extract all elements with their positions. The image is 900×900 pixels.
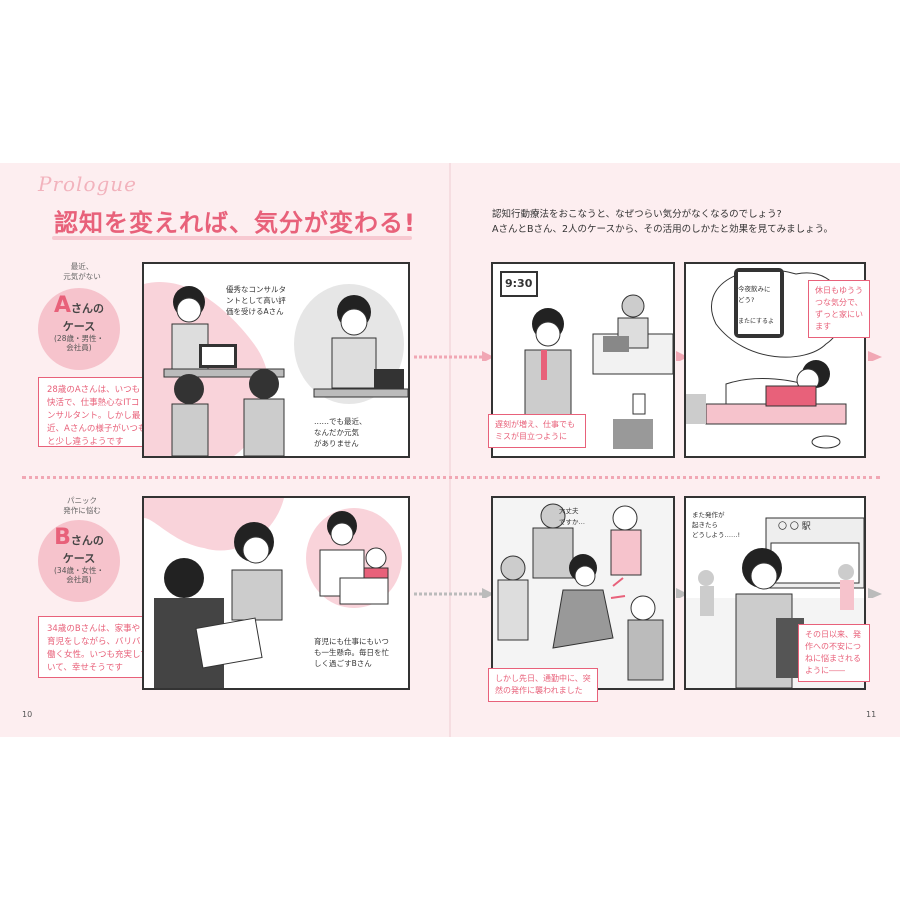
case-a-tag: 最近、 元気がない [63, 262, 101, 281]
case-a-panel-2-caption: 遅刻が増え、仕事でも ミスが目立つように [488, 414, 586, 448]
case-a-panel-1-speech-2: ……でも最近、 なんだか元気 がありません [314, 417, 367, 448]
case-b-panel-2: 大丈夫 ですか… [491, 496, 675, 690]
case-b-tag: パニック 発作に悩む [63, 496, 101, 515]
case-b-name: さんの [70, 534, 104, 547]
prologue-label: Prologue [38, 172, 138, 196]
clock-display: 9:30 [505, 277, 533, 290]
bystander-speech: 大丈夫 ですか… [559, 507, 585, 526]
case-b-panel-1-illustration [144, 498, 402, 688]
case-a-panel-1: 優秀なコンサルタ ントとして高い評 価を受けるAさん ……でも最近、 なんだか元… [142, 262, 410, 458]
case-a-panel-1-illustration [144, 282, 408, 456]
case-b-panel-3-illustration [686, 517, 864, 688]
case-b-arrow-1 [414, 588, 494, 598]
case-a-panel-2-illustration [500, 271, 673, 449]
case-b-panel-1: 育児にも仕事にもいつ も一生懸命。毎日を忙 しく過ごすBさん [142, 496, 410, 690]
case-b-panel-2-illustration [493, 498, 673, 688]
case-a-letter: A [53, 293, 72, 318]
case-b-panel-2-caption: しかし先日、通勤中に、突 然の発作に襲われました [488, 668, 598, 702]
page-title: 認知を変えれば、気分が変わる! [54, 209, 416, 237]
case-a-panel-1-speech-1: 優秀なコンサルタ ントとして高い評 価を受けるAさん [226, 285, 286, 316]
case-a-description: 28歳のAさんは、いつも 快活で、仕事熱心なITコ ンサルタント。しかし最 近、… [38, 377, 158, 447]
case-separator [22, 476, 880, 479]
page-number-left: 10 [22, 710, 33, 719]
case-a-name: さんの [71, 302, 105, 315]
intro-text: 認知行動療法をおこなうと、なぜつらい気分がなくなるのでしょう? AさんとBさん、… [492, 207, 833, 237]
page-number-right: 11 [866, 710, 877, 719]
case-b-panel-1-speech: 育児にも仕事にもいつ も一生懸命。毎日を忙 しく過ごすBさん [314, 637, 389, 668]
page-spine [449, 163, 451, 737]
case-a-circle: Aさんの ケース (28歳・男性・ 会社員) [38, 288, 120, 370]
title-underline [52, 236, 412, 240]
worry-thought: また発作が 起きたら どうしよう……! [692, 511, 741, 539]
intro-line: 認知行動療法をおこなうと、なぜつらい気分がなくなるのでしょう? [492, 209, 782, 220]
case-a-arrow-3 [868, 351, 882, 361]
case-b-arrow-3 [868, 588, 882, 598]
intro-line: AさんとBさん、2人のケースから、その活用のしかたと効果を見てみましょう。 [492, 224, 834, 235]
station-sign: 〇 〇 駅 [778, 522, 811, 532]
case-b-letter: B [54, 525, 71, 550]
case-b-label: ケース [62, 552, 96, 565]
case-b-panel-3-caption: その日以来、発 作への不安につ ねに悩まされる ように―― [798, 624, 870, 682]
phone-reply: またにするよ [738, 318, 775, 325]
case-b-circle: Bさんの ケース (34歳・女性・ 会社員) [38, 520, 120, 602]
case-a-panel-3-caption: 休日もゆうう つな気分で、 ずっと家にい ます [808, 280, 870, 338]
case-b-description: 34歳のBさんは、家事や 育児をしながら、バリバリ 働く女性。いつも充実して い… [38, 616, 158, 678]
case-a-label: ケース [62, 320, 96, 333]
phone-message: 今夜飲みに どう? [738, 285, 771, 304]
case-a-arrow-1 [414, 351, 494, 361]
